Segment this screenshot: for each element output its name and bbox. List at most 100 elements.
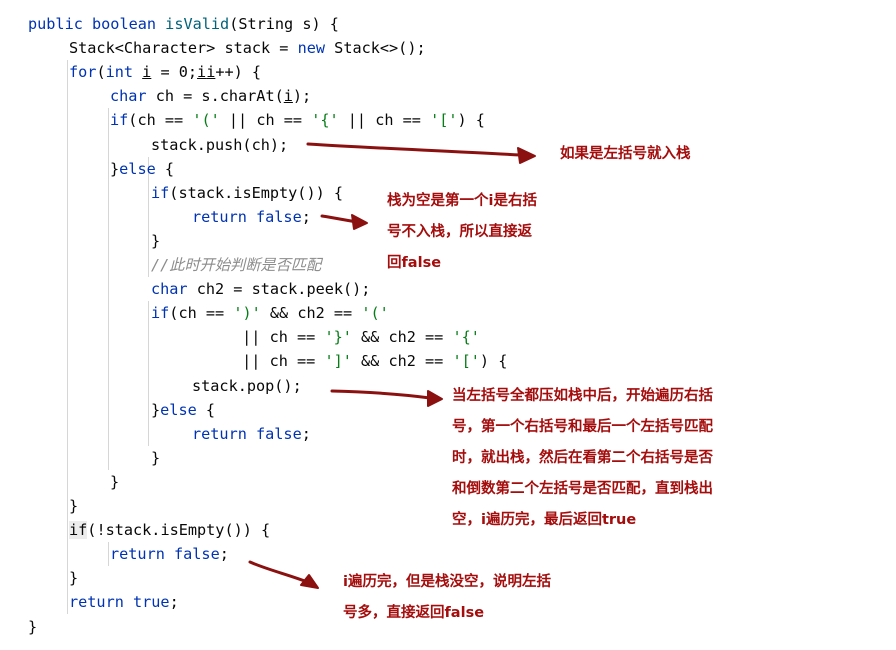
code-token: (ch ==	[128, 111, 193, 130]
code-token: && ch2 ==	[351, 328, 453, 347]
code-line: }	[110, 470, 119, 494]
code-token: if	[69, 521, 88, 540]
code-token: ch = s.charAt(	[155, 87, 284, 106]
code-token: && ch2 ==	[260, 304, 362, 323]
annotation-line: 栈为空是第一个i是右括	[387, 193, 537, 209]
code-line: char ch2 = stack.peek();	[151, 277, 370, 301]
code-token: (String s) {	[229, 15, 339, 33]
arrow-to-isempty-note	[248, 560, 312, 585]
code-line: }else {	[151, 398, 215, 422]
arrow-to-push-note	[306, 142, 522, 157]
code-token: '{'	[311, 111, 339, 130]
annotation-push-if-left-bracket: 如果是左括号就入栈	[560, 139, 691, 170]
code-token: (!stack.isEmpty()) {	[87, 521, 271, 540]
code-line: for(int i = 0;ii++) {	[69, 60, 261, 84]
arrowhead-3	[427, 390, 443, 407]
code-line: if(ch == ')' && ch2 == '('	[151, 301, 389, 325]
code-token: ')'	[233, 304, 261, 323]
code-token: return false	[192, 424, 302, 443]
code-token: ;	[219, 545, 229, 564]
code-token: || ch ==	[233, 352, 325, 371]
code-token: '}'	[324, 328, 352, 347]
code-line: return false;	[110, 542, 229, 566]
code-token: isValid	[165, 15, 230, 33]
code-token: new	[297, 39, 335, 58]
code-token: ']'	[324, 352, 352, 371]
code-line: }else {	[110, 157, 174, 181]
code-token: else	[160, 400, 206, 419]
code-line: }	[69, 494, 78, 518]
annotation-line: 时，就出栈，然后在看第二个右括号是否	[452, 450, 713, 466]
annotation-line: 号，第一个右括号和最后一个左括号匹配	[452, 419, 713, 435]
code-line: //此时开始判断是否匹配	[151, 253, 321, 277]
code-line: }	[151, 229, 160, 253]
indent-guide	[67, 60, 68, 615]
code-token: {	[205, 400, 216, 419]
code-token: boolean	[92, 15, 166, 33]
code-line: stack.push(ch);	[151, 133, 288, 157]
annotation-line: 当左括号全都压如栈中后，开始遍历右括	[452, 388, 713, 404]
code-token: i	[206, 63, 216, 82]
code-token: public	[28, 15, 93, 33]
code-line: }	[69, 566, 78, 590]
code-line: }	[28, 615, 37, 639]
code-line: Stack<Character> stack = new Stack<>();	[69, 36, 426, 60]
annotation-line: i遍历完，但是栈没空，说明左括	[343, 574, 551, 590]
indent-guide	[148, 397, 149, 446]
code-token: ;	[301, 424, 311, 443]
code-token: '('	[361, 304, 389, 323]
code-token: else	[119, 159, 165, 178]
indent-guide	[148, 228, 149, 278]
annotation-stack-not-empty: i遍历完，但是栈没空，说明左括 号多，直接返回false	[343, 567, 551, 629]
code-line: }	[151, 446, 160, 470]
indent-guide	[108, 542, 109, 567]
code-line: public boolean isValid(String s) {	[28, 12, 339, 36]
annotation-line: 和倒数第二个左括号是否匹配，直到栈出	[452, 481, 713, 497]
code-token: '['	[452, 352, 480, 371]
code-token: }	[110, 472, 120, 491]
indent-guide	[148, 301, 149, 398]
code-line: if(!stack.isEmpty()) {	[69, 518, 270, 542]
code-token: (ch ==	[169, 304, 234, 323]
code-token: || ch ==	[338, 111, 431, 130]
annotation-line: 如果是左括号就入栈	[560, 146, 691, 162]
code-token: if	[151, 304, 170, 323]
code-token: || ch ==	[219, 111, 312, 130]
annotation-line: 号多，直接返回false	[343, 605, 485, 621]
code-token: stack.pop();	[192, 376, 302, 395]
code-token: && ch2 ==	[351, 352, 453, 371]
indent-guide	[148, 156, 149, 229]
code-token: return false	[192, 207, 302, 226]
code-token: ;	[169, 593, 179, 612]
code-line: char ch = s.charAt(i);	[110, 84, 311, 108]
code-token: }	[151, 231, 161, 250]
code-token: Stack<Character> stack =	[69, 39, 298, 58]
code-token: }	[69, 497, 79, 515]
code-token: i	[197, 63, 207, 82]
annotation-line: 回false	[387, 255, 442, 271]
code-line: || ch == '}' && ch2 == '{'	[233, 325, 480, 349]
code-token: if	[110, 111, 129, 130]
code-token: i	[283, 87, 293, 106]
code-token: ) {	[457, 111, 485, 130]
code-token: '('	[192, 111, 220, 130]
code-token: (stack.isEmpty()) {	[169, 183, 344, 202]
code-token: }	[110, 159, 120, 178]
code-token: stack.push(ch);	[151, 135, 289, 154]
arrowhead-4	[300, 574, 319, 589]
code-token: ;	[301, 207, 311, 226]
code-token: if	[151, 183, 170, 202]
code-token: for	[69, 63, 97, 82]
annotation-empty-stack-return-false: 栈为空是第一个i是右括 号不入栈，所以直接返 回false	[387, 186, 537, 279]
code-token: int	[105, 63, 143, 82]
code-token: }	[28, 617, 38, 636]
code-token: = 0;	[151, 63, 198, 82]
code-token: }	[69, 569, 79, 588]
code-token: (	[96, 63, 106, 82]
code-line: || ch == ']' && ch2 == '[') {	[233, 349, 507, 373]
code-token: i	[142, 63, 152, 82]
code-token: Stack<>();	[334, 39, 426, 58]
code-token: ch2 = stack.peek();	[196, 280, 371, 299]
arrowhead-2	[351, 214, 368, 230]
